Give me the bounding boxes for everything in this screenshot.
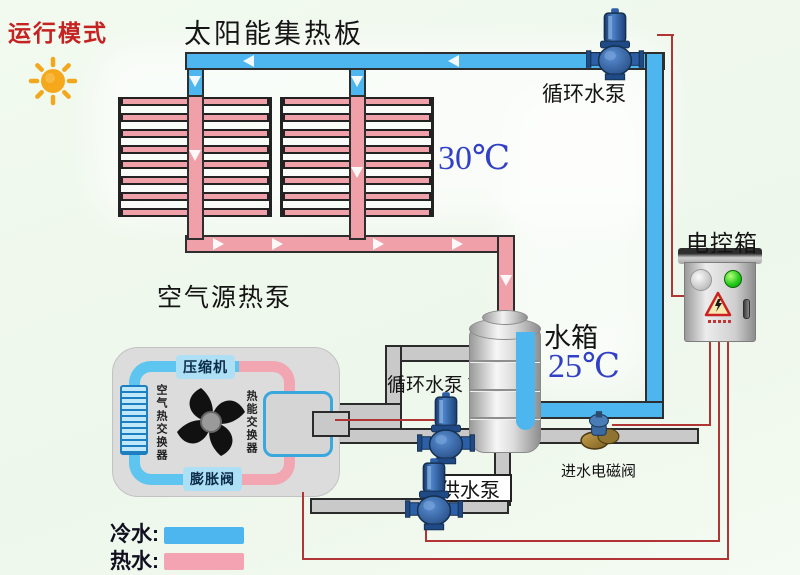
exchanger-pipe-stub: [312, 411, 350, 437]
mode-title: 运行模式: [8, 20, 108, 46]
tank-band: [470, 360, 540, 362]
control-box-handle[interactable]: [743, 299, 750, 319]
legend-cold-label: 冷水:: [110, 523, 159, 546]
supply-pump: [405, 458, 463, 531]
wire-heatpump-riser: [302, 492, 304, 560]
pipe-cold-right-vertical: [645, 52, 664, 419]
flow-arrow-right-icon: [452, 238, 463, 250]
control-box-lid: [678, 248, 762, 264]
circulation-pump-top: [586, 8, 644, 81]
warning-text: [708, 320, 732, 323]
power-indicator-led: [724, 270, 742, 288]
control-box-label: 电控箱: [686, 230, 758, 256]
top-pump-label: 循环水泵: [542, 83, 626, 106]
sun-icon: [28, 56, 78, 106]
wire-supply-horizontal: [425, 540, 720, 542]
tank-band: [470, 417, 540, 419]
control-box-vent: [690, 269, 712, 291]
middle-pump-label: 循环水泵: [387, 375, 464, 396]
expansion-valve-label: 膨胀阀: [183, 467, 242, 491]
flow-arrow-left-icon: [243, 55, 254, 67]
flow-arrow-down-icon: [351, 76, 363, 87]
circulation-pump-middle: [417, 392, 475, 465]
wire-valve-vertical: [709, 340, 711, 426]
wire-top-pump: [657, 34, 674, 36]
fan-icon: [177, 388, 245, 456]
tank-band: [470, 389, 540, 391]
wire-mid-pump: [335, 419, 452, 421]
solenoid-valve-label: 进水电磁阀: [561, 463, 637, 480]
water-tank: [469, 310, 541, 458]
flow-arrow-right-icon: [272, 238, 283, 250]
wire-heatpump-horizontal: [302, 558, 729, 560]
compressor-label: 压缩机: [176, 355, 235, 379]
tank-cap: [482, 310, 528, 325]
evaporator-coil: [120, 385, 148, 455]
wire-supply-vertical: [718, 340, 720, 542]
flow-arrow-right-icon: [213, 238, 224, 250]
collector-temp: 30℃: [438, 140, 511, 177]
solenoid-valve-icon: [580, 411, 620, 450]
heat-pump-title: 空气源热泵: [157, 284, 293, 312]
flow-arrow-down-icon: [500, 275, 512, 286]
flow-arrow-down-icon: [189, 150, 201, 161]
riser-hot-a: [187, 95, 204, 240]
flow-arrow-right-icon: [373, 238, 384, 250]
high-voltage-warning-icon: [704, 291, 732, 317]
legend-hot-label: 热水:: [110, 550, 159, 573]
flow-arrow-down-icon: [189, 76, 201, 87]
legend-cold-bar: [164, 527, 244, 544]
supply-pump-label: 供水泵: [440, 479, 500, 502]
collector-title: 太阳能集热板: [184, 19, 364, 49]
legend-hot-bar: [164, 553, 244, 570]
control-box: [684, 262, 756, 342]
wire-top-pump-vertical: [671, 34, 673, 297]
flow-arrow-left-icon: [448, 55, 459, 67]
heat-pump-unit: 压缩机 膨胀阀 空气热交换器 热能交换器: [112, 347, 340, 497]
wire-valve-horizontal: [612, 424, 711, 426]
heat-exchanger-label: 热能交换器: [245, 390, 257, 455]
air-exchanger-label: 空气热交换器: [155, 384, 167, 462]
flow-arrow-down-icon: [351, 167, 363, 178]
pipe-cold-top: [185, 52, 665, 70]
wire-into-box: [671, 295, 686, 297]
tank-label: 水箱: [544, 323, 598, 353]
wire-heatpump-vertical: [727, 340, 729, 560]
tank-water-level: [516, 332, 535, 430]
tank-temp: 25℃: [548, 348, 621, 385]
